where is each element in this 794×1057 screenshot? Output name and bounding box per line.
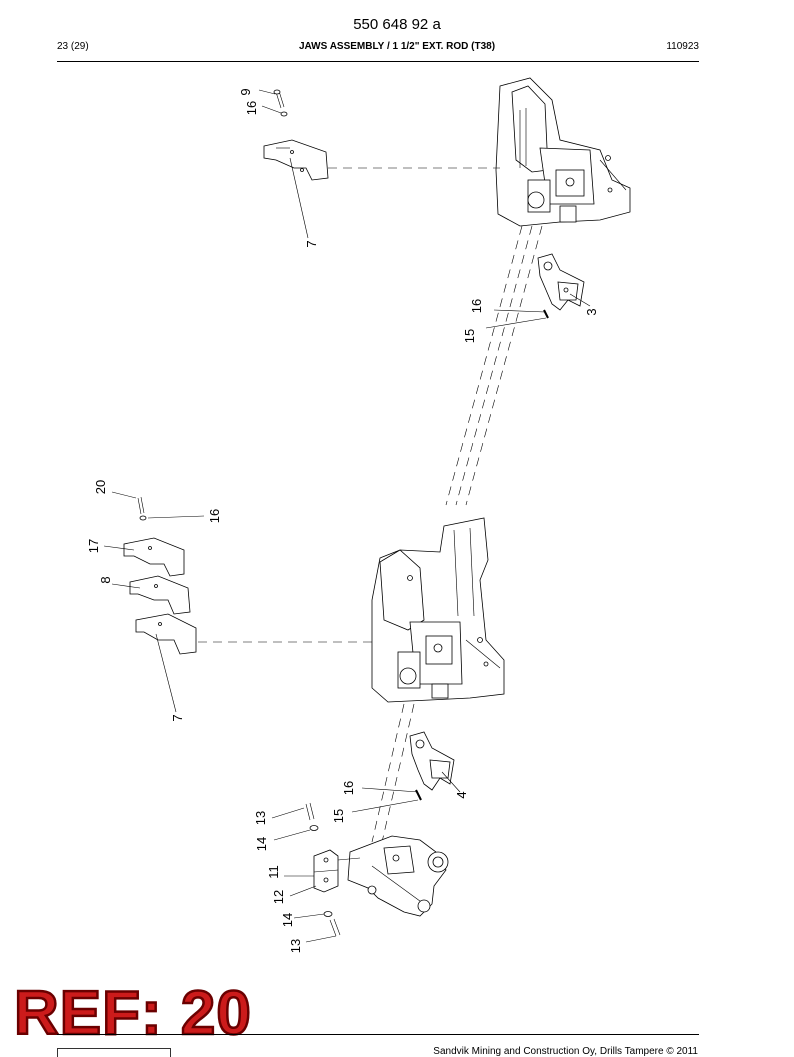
washer-14-upper [309,825,319,831]
callout-16-guide-upper: 16 [469,299,484,313]
upper-jaw-housing [495,77,631,227]
callout-15-lower: 15 [331,809,346,823]
clamp-bracket-11-12 [313,849,339,893]
callout-13-lower: 13 [288,939,303,953]
callout-8: 8 [98,576,113,583]
page-number: 23 (29) [57,41,89,52]
page-title: JAWS ASSEMBLY / 1 1/2" EXT. ROD (T38) [298,41,496,52]
bolt-13-lower [329,918,341,937]
shim-17 [123,537,185,577]
bolt-13-upper [305,802,315,821]
callout-3: 3 [584,308,599,315]
document-number: 550 648 92 a [353,16,441,33]
callout-16-upper: 16 [244,101,259,115]
callout-11: 11 [266,865,281,879]
callout-16-guide-lower: 16 [341,781,356,795]
callout-9: 9 [238,88,253,95]
guide-3-upper [537,253,585,311]
callout-17: 17 [86,539,101,553]
callout-14-upper: 14 [254,837,269,851]
callout-13-upper: 13 [253,811,268,825]
jaw-pad-7-lower [135,613,197,655]
callout-7-lower: 7 [170,714,185,721]
callout-15-upper: 15 [462,329,477,343]
callout-14-lower: 14 [280,913,295,927]
callout-4: 4 [454,791,469,798]
ref-stamp: REF: 20 [13,979,252,1048]
header-divider [57,61,699,62]
footer-divider [57,1034,699,1035]
guide-bracket-assembly [347,835,449,917]
callout-20: 20 [93,480,108,494]
shim-8 [129,575,191,615]
footer-copyright: Sandvik Mining and Construction Oy, Dril… [433,1046,698,1057]
bolt-9 [273,89,285,109]
washer-14-lower [323,911,333,917]
jaw-pad-7-upper [263,139,329,181]
date-code: 110923 [666,41,699,52]
callout-7-upper: 7 [304,240,319,247]
washer-16-left [139,515,147,521]
callout-16-left: 16 [207,509,222,523]
washer-16-upper [280,111,288,117]
callout-12: 12 [271,890,286,904]
guide-4-lower [409,731,455,791]
bolt-20 [137,496,145,515]
lower-jaw-housing [371,517,505,703]
